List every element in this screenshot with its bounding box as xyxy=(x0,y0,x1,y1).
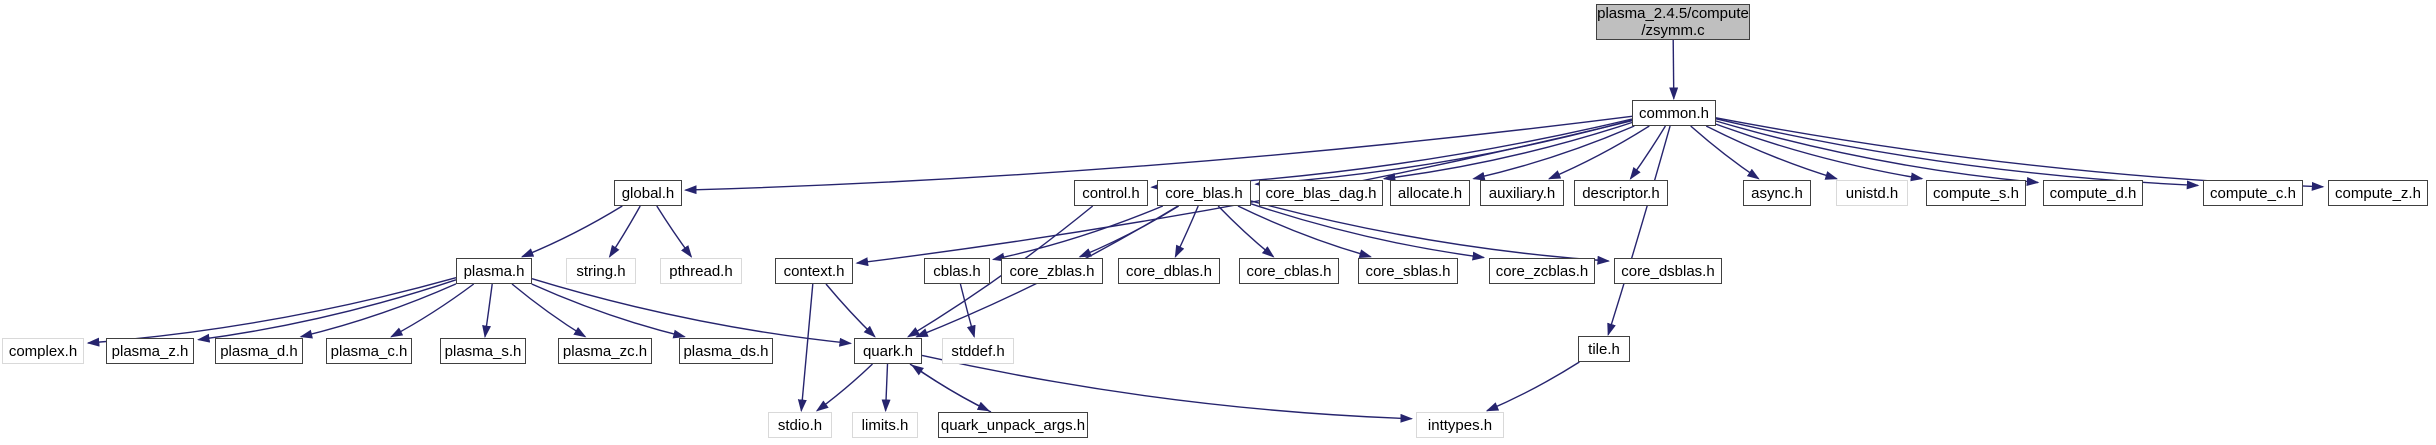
edge-common-to-compute_c xyxy=(1715,118,2200,190)
graph-node-unistd[interactable]: unistd.h xyxy=(1836,180,1908,206)
graph-node-allocate[interactable]: allocate.h xyxy=(1390,180,1470,206)
graph-node-descriptor[interactable]: descriptor.h xyxy=(1574,180,1668,206)
edge-quark-to-limits xyxy=(881,363,891,413)
graph-node-quark[interactable]: quark.h xyxy=(854,338,922,364)
graph-node-plasma_d[interactable]: plasma_d.h xyxy=(215,338,303,364)
graph-node-core_blas[interactable]: core_blas.h xyxy=(1157,180,1251,206)
edge-global-to-plasma xyxy=(520,205,623,258)
edge-tile-to-inttypes xyxy=(1485,361,1580,412)
edge-quark-to-stdio xyxy=(815,363,873,412)
edge-core_blas-to-core_zblas xyxy=(1078,205,1180,258)
edge-common-to-compute_d xyxy=(1715,120,2040,186)
edge-plasma-to-complex xyxy=(86,277,457,347)
graph-node-plasma_c[interactable]: plasma_c.h xyxy=(326,338,412,364)
edge-cblas-to-stddef xyxy=(959,283,976,339)
graph-node-core_dblas[interactable]: core_dblas.h xyxy=(1118,258,1220,284)
edge-common-to-auxiliary xyxy=(1547,125,1650,180)
graph-node-control[interactable]: control.h xyxy=(1074,180,1148,206)
edge-plasma-to-plasma_c xyxy=(390,283,475,338)
edge-common-to-global xyxy=(684,115,1633,195)
graph-node-plasma_z[interactable]: plasma_z.h xyxy=(106,338,194,364)
graph-node-string[interactable]: string.h xyxy=(566,258,636,284)
graph-node-complex[interactable]: complex.h xyxy=(2,338,84,364)
graph-node-core_zblas[interactable]: core_zblas.h xyxy=(1001,258,1103,284)
graph-node-plasma_zc[interactable]: plasma_zc.h xyxy=(558,338,652,364)
graph-node-common[interactable]: common.h xyxy=(1632,100,1716,126)
edge-core_blas-to-core_dsblas xyxy=(1250,200,1610,265)
graph-node-context[interactable]: context.h xyxy=(775,258,853,284)
graph-node-plasma_ds[interactable]: plasma_ds.h xyxy=(679,338,773,364)
edge-zsymm-to-common xyxy=(1669,39,1679,101)
graph-node-quark_unpack_args[interactable]: quark_unpack_args.h xyxy=(938,412,1088,438)
graph-node-core_blas_dag[interactable]: core_blas_dag.h xyxy=(1259,180,1383,206)
edge-common-to-core_blas_dag xyxy=(1382,121,1633,182)
graph-node-global[interactable]: global.h xyxy=(614,180,682,206)
graph-node-zsymm[interactable]: plasma_2.4.5/compute /zsymm.c xyxy=(1596,4,1750,40)
graph-node-core_dsblas[interactable]: core_dsblas.h xyxy=(1614,258,1722,284)
graph-node-compute_d[interactable]: compute_d.h xyxy=(2043,180,2143,206)
edge-core_blas-to-core_zcblas xyxy=(1250,203,1486,261)
edge-common-to-compute_z xyxy=(1715,117,2325,191)
edge-plasma-to-plasma_zc xyxy=(511,283,587,338)
graph-node-plasma[interactable]: plasma.h xyxy=(456,258,532,284)
graph-node-tile[interactable]: tile.h xyxy=(1578,336,1630,362)
edge-global-to-string xyxy=(608,205,641,258)
graph-node-compute_c[interactable]: compute_c.h xyxy=(2203,180,2303,206)
graph-node-core_zcblas[interactable]: core_zcblas.h xyxy=(1489,258,1595,284)
graph-node-stddef[interactable]: stddef.h xyxy=(942,338,1014,364)
graph-node-compute_s[interactable]: compute_s.h xyxy=(1926,180,2026,206)
graph-node-cblas[interactable]: cblas.h xyxy=(924,258,990,284)
graph-node-inttypes[interactable]: inttypes.h xyxy=(1416,412,1504,438)
edge-common-to-allocate xyxy=(1472,125,1635,181)
edge-plasma-to-plasma_ds xyxy=(531,283,686,339)
graph-node-core_sblas[interactable]: core_sblas.h xyxy=(1358,258,1458,284)
edge-context-to-stdio xyxy=(797,283,814,413)
edge-core_blas-to-core_cblas xyxy=(1217,205,1275,258)
graph-node-pthread[interactable]: pthread.h xyxy=(660,258,742,284)
edge-quark_unpack_args-to-quark xyxy=(911,364,992,413)
edge-common-to-async xyxy=(1690,125,1760,180)
edge-core_blas-to-core_sblas xyxy=(1237,205,1372,258)
edge-quark-to-inttypes xyxy=(921,354,1413,423)
edge-common-to-unistd xyxy=(1705,125,1838,180)
graph-node-async[interactable]: async.h xyxy=(1743,180,1811,206)
edge-plasma-to-plasma_z xyxy=(197,279,457,343)
edge-quark-to-quark_unpack_args xyxy=(909,363,991,412)
graph-node-core_cblas[interactable]: core_cblas.h xyxy=(1239,258,1339,284)
edge-core_blas-to-core_dblas xyxy=(1174,205,1199,258)
edge-plasma-to-plasma_d xyxy=(299,283,457,339)
graph-node-auxiliary[interactable]: auxiliary.h xyxy=(1480,180,1564,206)
edge-plasma-to-plasma_s xyxy=(482,283,493,339)
edge-global-to-pthread xyxy=(656,205,693,258)
graph-node-limits[interactable]: limits.h xyxy=(852,412,918,438)
graph-node-plasma_s[interactable]: plasma_s.h xyxy=(440,338,526,364)
edge-common-to-control xyxy=(1150,118,1633,192)
graph-node-stdio[interactable]: stdio.h xyxy=(768,412,832,438)
graph-node-compute_z[interactable]: compute_z.h xyxy=(2328,180,2428,206)
edge-common-to-compute_s xyxy=(1715,123,1924,182)
edge-core_blas-to-cblas xyxy=(991,205,1164,262)
edge-context-to-quark xyxy=(825,283,876,338)
edges-group xyxy=(86,39,2325,423)
edge-common-to-tile xyxy=(1607,125,1671,337)
edge-common-to-descriptor xyxy=(1629,125,1666,180)
